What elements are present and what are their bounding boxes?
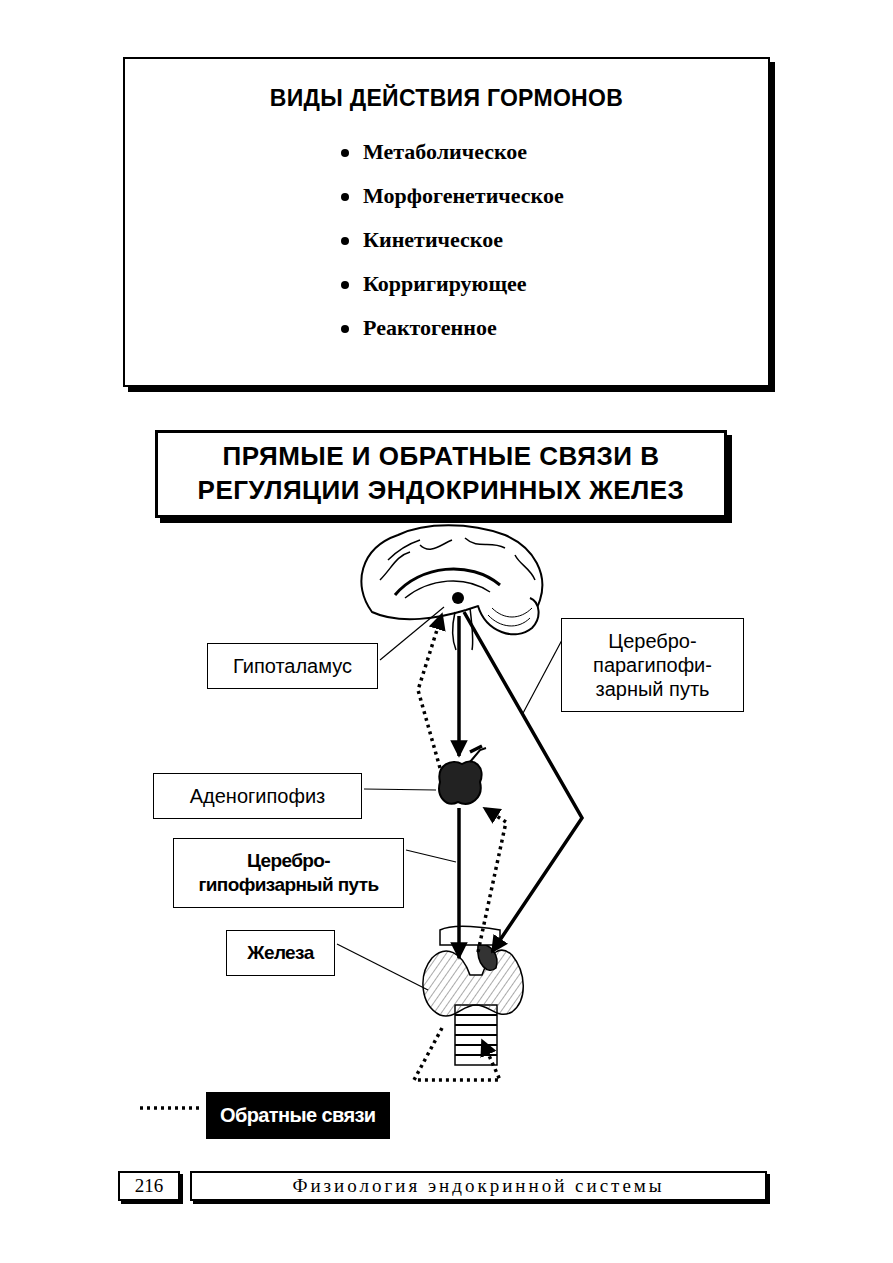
- label-box: Церебро- парагипофи- зарный путь: [561, 618, 744, 712]
- list-item: Метаболическое: [145, 130, 748, 174]
- feedback-pathway: [414, 614, 506, 1080]
- running-footer-box: Физиология эндокринной системы: [190, 1171, 767, 1201]
- label-box: Железа: [226, 930, 335, 976]
- bullet: [341, 193, 349, 201]
- info-box: ВИДЫ ДЕЙСТВИЯ ГОРМОНОВ МетаболическоеМорф…: [123, 57, 770, 387]
- legend-entry: Обратные связи: [136, 1092, 390, 1139]
- brain: [361, 525, 542, 650]
- bullet: [341, 237, 349, 245]
- box-text: Гипоталамус: [220, 654, 365, 678]
- pituitary: [439, 748, 486, 804]
- box-text: Аденогипофиз: [166, 784, 349, 808]
- box-text: 216: [126, 1175, 172, 1197]
- bullet: [341, 149, 349, 157]
- list-item: Кинетическое: [145, 218, 748, 262]
- list-item: Реактогенное: [145, 306, 748, 350]
- label-box: Гипоталамус: [207, 643, 378, 689]
- thyroid-gland: [423, 926, 523, 1065]
- label-box: Церебро- гипофизарный путь: [173, 838, 404, 908]
- box-text: Физиология эндокринной системы: [198, 1175, 759, 1197]
- list-item: Корригирующее: [145, 262, 748, 306]
- box-text: Церебро- гипофизарный путь: [186, 849, 391, 897]
- box-text: Железа: [239, 941, 322, 965]
- bullet: [341, 281, 349, 289]
- section-heading-box: ПРЯМЫЕ И ОБРАТНЫЕ СВЯЗИ В РЕГУЛЯЦИИ ЭНДО…: [155, 430, 727, 518]
- box-text: ПРЯМЫЕ И ОБРАТНЫЕ СВЯЗИ В РЕГУЛЯЦИИ ЭНДО…: [168, 439, 714, 507]
- box-heading: ВИДЫ ДЕЙСТВИЯ ГОРМОНОВ: [145, 85, 748, 112]
- box-text: Церебро- парагипофи- зарный путь: [574, 629, 731, 701]
- list-item: Морфогенетическое: [145, 174, 748, 218]
- legend-label: Обратные связи: [206, 1092, 390, 1139]
- bullet: [341, 325, 349, 333]
- page-number-box: 216: [118, 1171, 180, 1201]
- label-box: Аденогипофиз: [153, 773, 362, 819]
- legend-sample: [136, 1092, 206, 1122]
